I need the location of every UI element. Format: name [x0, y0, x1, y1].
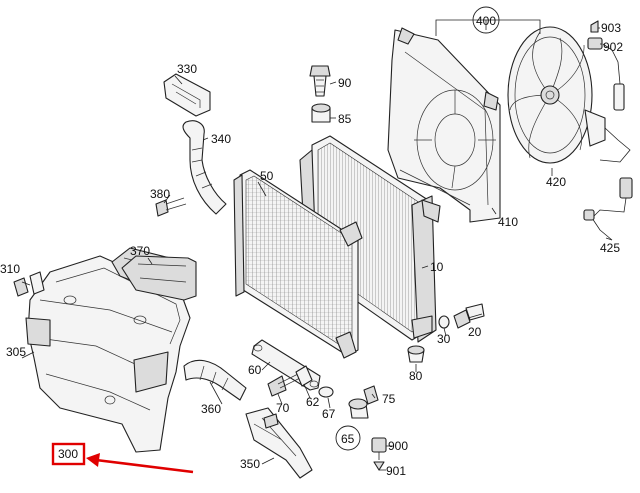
callout-circles — [335, 6, 500, 451]
label-10[interactable]: 10 — [430, 260, 444, 274]
label-400[interactable]: 400 — [476, 14, 496, 28]
part-mount-80 — [407, 345, 425, 363]
part-condenser — [233, 169, 363, 359]
label-90[interactable]: 90 — [338, 76, 352, 90]
part-plug-901 — [373, 461, 385, 471]
label-85[interactable]: 85 — [338, 112, 352, 126]
part-connector-903 — [590, 20, 599, 33]
part-bush-85 — [311, 103, 331, 123]
label-65[interactable]: 65 — [341, 432, 355, 446]
part-air-duct-330 — [163, 73, 211, 117]
part-electric-fan — [507, 26, 631, 164]
pointer-arrow-icon — [86, 453, 194, 474]
part-sensor-900 — [371, 437, 387, 460]
part-air-duct-370 — [121, 255, 197, 301]
label-80[interactable]: 80 — [409, 369, 423, 383]
label-425[interactable]: 425 — [600, 241, 620, 255]
label-330[interactable]: 330 — [177, 62, 197, 76]
part-drain-plug-20 — [453, 303, 485, 329]
part-clip-62 — [295, 365, 313, 387]
part-mount-90 — [309, 65, 331, 97]
part-ring-67 — [318, 386, 334, 398]
label-370[interactable]: 370 — [130, 244, 150, 258]
label-305[interactable]: 305 — [6, 345, 26, 359]
part-resistor-902 — [613, 83, 625, 111]
label-903[interactable]: 903 — [601, 21, 621, 35]
leader-lines — [21, 19, 613, 471]
part-air-duct-360 — [183, 359, 247, 401]
part-air-hose-340 — [182, 120, 227, 215]
callout-labels: 330 340 380 370 310 305 300 360 350 50 6… — [0, 14, 623, 478]
label-62[interactable]: 62 — [306, 395, 320, 409]
label-67[interactable]: 67 — [322, 407, 336, 421]
label-70[interactable]: 70 — [276, 401, 290, 415]
label-420[interactable]: 420 — [546, 175, 566, 189]
label-30[interactable]: 30 — [437, 332, 451, 346]
part-wiring-harness-425 — [583, 177, 633, 241]
label-900[interactable]: 900 — [388, 439, 408, 453]
label-75[interactable]: 75 — [382, 392, 396, 406]
part-bolt-380 — [155, 197, 187, 217]
circle-65 — [335, 425, 361, 451]
part-clip-310 — [13, 271, 45, 297]
highlight-part-300 — [51, 442, 194, 474]
circle-400 — [472, 6, 500, 34]
label-902[interactable]: 902 — [603, 40, 623, 54]
label-360[interactable]: 360 — [201, 402, 221, 416]
label-901[interactable]: 901 — [386, 464, 406, 478]
label-50[interactable]: 50 — [260, 169, 274, 183]
part-seal-30 — [438, 315, 450, 329]
label-310[interactable]: 310 — [0, 262, 20, 276]
part-air-duct-350 — [245, 407, 313, 479]
part-bracket-60 — [251, 339, 321, 391]
part-bolt-75 — [363, 385, 379, 405]
label-300[interactable]: 300 — [58, 447, 78, 461]
label-410[interactable]: 410 — [498, 215, 518, 229]
part-fan-shroud — [387, 27, 501, 223]
part-connector-902 — [587, 37, 603, 50]
label-60[interactable]: 60 — [248, 363, 262, 377]
part-bolt-70 — [267, 373, 301, 397]
label-20[interactable]: 20 — [468, 325, 482, 339]
label-350[interactable]: 350 — [240, 457, 260, 471]
label-340[interactable]: 340 — [211, 132, 231, 146]
part-pressure-switch — [348, 398, 369, 419]
highlight-box — [51, 442, 86, 466]
label-380[interactable]: 380 — [150, 187, 170, 201]
